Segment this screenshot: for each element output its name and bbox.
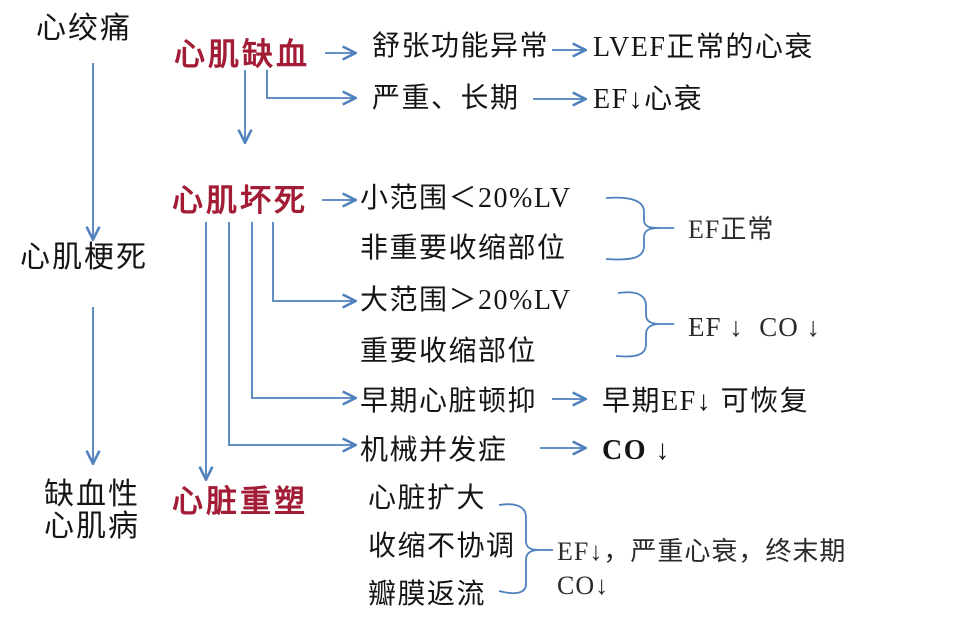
arrow-necrosis-to-stunning — [251, 222, 354, 398]
node-severe-longterm: 严重、长期 — [372, 83, 520, 114]
brace-endstage — [498, 503, 553, 595]
node-large-range: 大范围＞20%LV — [360, 285, 572, 316]
node-ef-co-down: EF ↓ CO ↓ — [688, 312, 822, 342]
node-stunning: 早期心脏顿抑 — [360, 386, 538, 417]
node-important-region: 重要收缩部位 — [360, 336, 538, 367]
node-remodeling: 心脏重塑 — [172, 484, 308, 519]
node-valve-regurgitation: 瓣膜返流 — [368, 579, 487, 610]
node-early-ef-recover: 早期EF↓ 可恢复 — [602, 386, 810, 417]
node-cardiac-dilation: 心脏扩大 — [368, 483, 487, 514]
arrow-ischemia-to-severe — [266, 70, 354, 98]
ischemic-cm-line2: 心肌病 — [44, 510, 140, 543]
node-endstage-line2: CO↓ — [557, 571, 610, 600]
node-co-down: CO ↓ — [602, 435, 671, 466]
node-lvef-normal-hf: LVEF正常的心衰 — [593, 32, 814, 63]
node-angina: 心绞痛 — [36, 12, 132, 45]
node-diastolic-dysfunction: 舒张功能异常 — [372, 31, 550, 62]
node-small-range: 小范围＜20%LV — [360, 183, 572, 214]
node-ef-down-hf: EF↓心衰 — [593, 84, 704, 115]
node-ef-normal: EF正常 — [688, 215, 775, 244]
node-endstage-line1: EF↓，严重心衰，终末期 — [557, 537, 847, 566]
brace-ef-normal — [605, 196, 674, 261]
ischemic-cm-line1: 缺血性 — [44, 478, 140, 511]
arrow-necrosis-to-large-range — [272, 222, 354, 301]
node-contraction-dyssynchrony: 收缩不协调 — [368, 531, 516, 562]
node-ischemia: 心肌缺血 — [174, 37, 310, 72]
node-necrosis: 心肌坏死 — [172, 183, 308, 218]
node-infarction: 心肌梗死 — [20, 241, 148, 274]
node-nonimportant-region: 非重要收缩部位 — [360, 233, 567, 264]
node-ischemic-cardiomyopathy: 缺血性 心肌病 — [44, 479, 140, 543]
brace-ef-co-down — [615, 291, 674, 358]
node-mechanical-complication: 机械并发症 — [360, 435, 508, 466]
arrow-necrosis-to-mechanical — [228, 222, 354, 445]
